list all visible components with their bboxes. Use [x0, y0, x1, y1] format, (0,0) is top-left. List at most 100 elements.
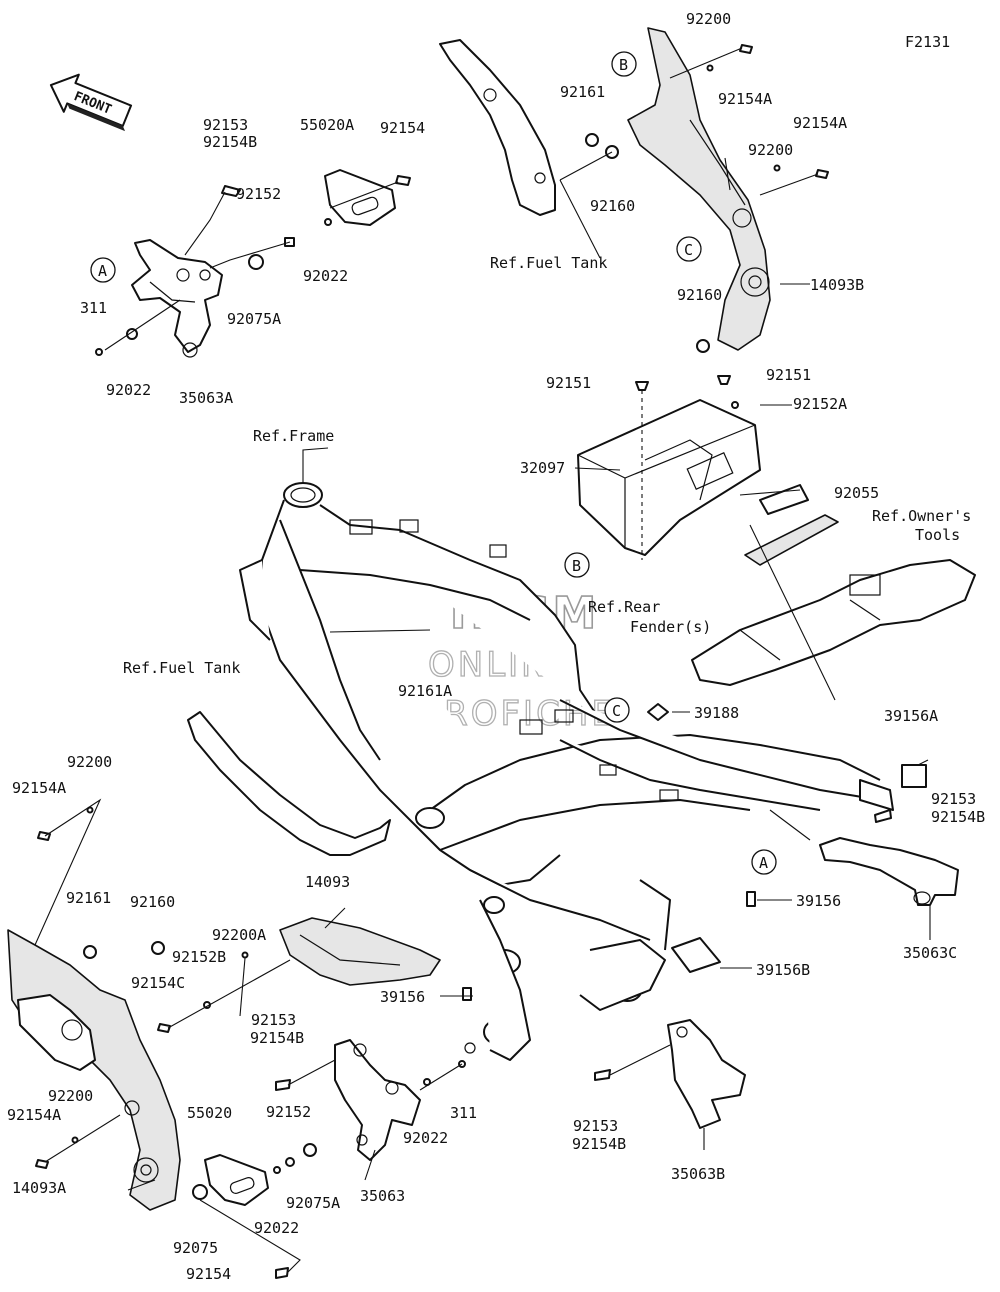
callout-c-label: C — [612, 702, 621, 720]
part-label: 92161A — [398, 682, 452, 700]
grommet-92161-icon — [585, 133, 599, 147]
rear-fender-ref — [691, 559, 976, 686]
washer-92200-icon — [706, 64, 714, 72]
footrest-bracket-35063 — [334, 1039, 421, 1161]
main-frame-ref — [239, 482, 894, 1061]
owners-tools-pouch — [744, 514, 839, 566]
part-label: 35063C — [903, 944, 957, 962]
part-label: 32097 — [520, 459, 565, 477]
washer-92022-icon — [126, 328, 138, 340]
ref-frame-label: Ref.Frame — [253, 427, 334, 445]
part-label: 92153 — [573, 1117, 618, 1135]
pad-39156-icon — [462, 987, 472, 1001]
damper-92075A-icon — [303, 1143, 317, 1157]
part-label: 92154 — [186, 1265, 231, 1283]
part-label: 92161 — [66, 889, 111, 907]
ref-rear-fender-label-2: Fender(s) — [630, 618, 711, 636]
grommet-92161-icon — [83, 945, 97, 959]
collar-92152A-icon — [731, 401, 739, 409]
part-label: 14093A — [12, 1179, 66, 1197]
part-label: 92075A — [286, 1194, 340, 1212]
bracket-plate-55020A — [324, 169, 396, 226]
washer-92022-icon — [423, 1078, 431, 1086]
bolt-92154C-icon — [157, 1023, 171, 1033]
part-label: 92154A — [793, 114, 847, 132]
callout-b-label: B — [572, 557, 581, 575]
part-label: 92154C — [131, 974, 185, 992]
part-label: 35063A — [179, 389, 233, 407]
part-label: 92154B — [931, 808, 985, 826]
callout-c-2: C — [604, 697, 630, 723]
part-label: 92200A — [212, 926, 266, 944]
part-label: 92160 — [130, 893, 175, 911]
bolt-92154-icon — [275, 1267, 289, 1279]
washer-92022-icon — [324, 218, 332, 226]
pad-39156B-icon — [671, 937, 721, 973]
part-label: 92200 — [48, 1087, 93, 1105]
part-label: 92153 — [251, 1011, 296, 1029]
washer-92200A-icon — [241, 951, 249, 959]
fuel-tank-bracket-top — [439, 39, 556, 216]
part-label: 92200 — [67, 753, 112, 771]
part-label: 92154A — [7, 1106, 61, 1124]
part-label: 92154 — [380, 119, 425, 137]
part-label: 92200 — [748, 141, 793, 159]
front-left-footrest-bracket — [131, 239, 223, 358]
callout-a-2: A — [751, 849, 777, 875]
screw-92151-icon — [717, 375, 731, 385]
fuel-tank-bracket-left — [187, 711, 391, 856]
callout-a-label: A — [759, 854, 768, 872]
ref-rear-fender-label-1: Ref.Rear — [588, 598, 660, 616]
part-label: 35063B — [671, 1165, 725, 1183]
washer-92200-icon — [86, 806, 94, 814]
part-label: 92200 — [686, 10, 731, 28]
part-label: 39156 — [380, 988, 425, 1006]
ref-owners-tools-label-2: Tools — [915, 526, 960, 544]
part-label: 92154B — [572, 1135, 626, 1153]
part-label: 92153 — [203, 116, 248, 134]
callout-b-1: B — [611, 51, 637, 77]
part-label: 92161 — [560, 83, 605, 101]
bolt-92154A-icon — [37, 831, 51, 841]
part-label: 92022 — [254, 1219, 299, 1237]
callout-b-2: B — [564, 552, 590, 578]
part-label: 39156 — [796, 892, 841, 910]
pad-39188-icon — [647, 703, 669, 721]
part-label: 14093 — [305, 873, 350, 891]
bolt-92153-icon — [874, 809, 892, 823]
part-label: 311 — [450, 1104, 477, 1122]
part-label: 92022 — [106, 381, 151, 399]
part-label: 92022 — [403, 1129, 448, 1147]
ref-fuel-tank-left-label: Ref.Fuel Tank — [123, 659, 240, 677]
part-label: 92160 — [590, 197, 635, 215]
washer-92200-icon — [71, 1136, 79, 1144]
pad-39156A-icon — [901, 764, 927, 788]
callout-a-label: A — [98, 262, 107, 280]
bolt-92154A-icon — [739, 44, 753, 54]
bolt-92153-icon — [275, 1079, 291, 1091]
part-number-labels: 92153 92154B 55020A 92154 92152 92022 31… — [7, 10, 985, 1283]
part-label: 39156B — [756, 961, 810, 979]
part-label: 92154B — [250, 1029, 304, 1047]
figure-code: F2131 — [905, 33, 950, 51]
callout-c-label: C — [684, 241, 693, 259]
callout-c-1: C — [676, 236, 702, 262]
washer-92022-icon — [273, 1166, 281, 1174]
part-label: 92160 — [677, 286, 722, 304]
part-label: 92151 — [546, 374, 591, 392]
part-label: 92075A — [227, 310, 281, 328]
part-label: 92154A — [12, 779, 66, 797]
footrest-bracket-35063C — [819, 837, 959, 906]
damper-92075A-icon — [248, 254, 264, 270]
part-label: 92153 — [931, 790, 976, 808]
screw-92151-icon — [635, 381, 649, 391]
front-arrow-icon: FRONT — [49, 73, 133, 132]
part-label: 311 — [80, 299, 107, 317]
bracket-plate-55020 — [204, 1154, 269, 1206]
part-label: 92075 — [173, 1239, 218, 1257]
band-92055-icon — [759, 484, 809, 515]
damper-92075-icon — [192, 1184, 208, 1200]
bolt-92153-icon — [594, 1069, 611, 1081]
part-label: 92152 — [266, 1103, 311, 1121]
